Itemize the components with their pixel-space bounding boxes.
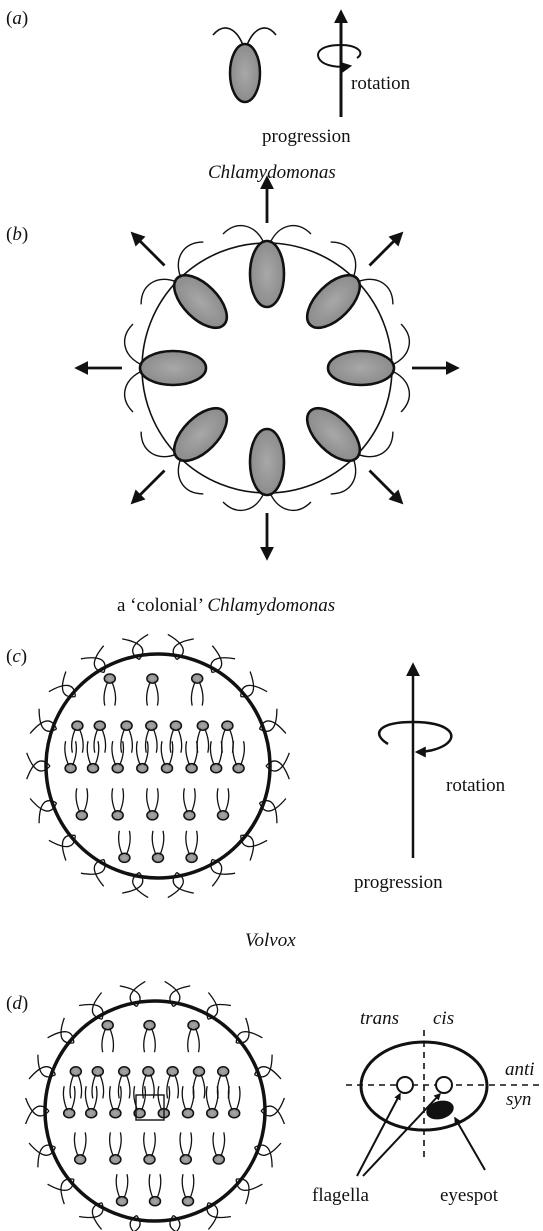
volvox-cell [170,721,182,753]
volvox-cell [217,788,229,820]
flagellum-right [247,28,276,45]
volvox-cell [167,1067,179,1099]
panel-c-caption: Volvox [245,930,296,951]
flagella-pointer-2 [363,1094,440,1176]
flagella-label: flagella [312,1185,370,1206]
panel-b-label: (b) [6,224,28,245]
volvox-cells [27,634,290,897]
volvox-cell [110,1086,122,1118]
volvox-cell [186,831,198,863]
rotation-label-c: rotation [446,775,506,796]
volvox-cell [182,1086,194,1118]
volvox-cell [112,788,124,820]
volvox-cell [102,1021,114,1053]
colony-cells [125,226,410,511]
volvox-cell [217,1067,229,1099]
eyespot-pointer [455,1118,485,1170]
colony-arrows [77,178,457,558]
volvox-cell [104,674,116,706]
volvox-cell [72,721,84,753]
volvox-cell [206,1086,218,1118]
panel-a: (a) rotation progression Chlamydomonas [6,8,411,183]
volvox-cell [152,831,164,863]
volvox-cell [197,721,209,753]
volvox-cell [112,741,124,773]
colony-direction-arrow [133,471,165,503]
volvox-cell [63,1086,75,1118]
panel-c-label: (c) [6,646,27,667]
colony-cell [223,226,311,307]
volvox-cell [222,721,234,753]
colony-direction-arrow [370,471,402,503]
volvox-cell [121,721,133,753]
colony-cell [223,429,311,510]
panel-d: (d) trans cis anti syn flagella eyespot [6,981,541,1231]
panel-d-label: (d) [6,993,28,1014]
volvox-cell [147,674,159,706]
volvox-cells-d [26,981,285,1231]
volvox-cell [110,1132,122,1164]
anti-label: anti [505,1059,535,1080]
syn-label: syn [506,1089,531,1110]
panel-c: (c) rotation progression Volvox [6,634,506,951]
colony-cell [328,324,409,412]
volvox-cell [191,674,203,706]
flagella-pointer-1 [357,1094,400,1176]
volvox-cell [233,741,245,773]
volvox-cell [143,1067,155,1099]
volvox-cell [74,1132,86,1164]
panel-b: (b) a ‘colonial’ Chlamydomonas [6,178,457,616]
volvox-cell [145,721,157,753]
volvox-cell [213,1132,225,1164]
volvox-cell [161,741,173,773]
volvox-cell [186,741,198,773]
panel-a-caption: Chlamydomonas [208,162,336,183]
panel-b-caption: a ‘colonial’ Chlamydomonas [117,595,335,616]
volvox-cell [94,721,106,753]
flagellum-base-left [397,1077,413,1093]
eyespot-label: eyespot [440,1185,499,1206]
volvox-cell [118,1067,130,1099]
volvox-cell [116,1174,128,1206]
volvox-cell [76,788,88,820]
volvox-cell [92,1067,104,1099]
rotation-arrow [318,45,360,67]
rotation-label: rotation [351,73,411,94]
panel-a-label: (a) [6,8,28,29]
volvox-cell [180,1132,192,1164]
volvox-cell [147,788,159,820]
cis-label: cis [433,1008,454,1029]
colony-direction-arrow [370,234,402,266]
volvox-cell [85,1086,97,1118]
trans-label: trans [360,1008,399,1029]
volvox-cell [87,741,99,773]
flagellum-base-right [436,1077,452,1093]
volvox-cell [182,1174,194,1206]
eyespot-shape [424,1098,456,1123]
progression-label-c: progression [354,872,443,893]
volvox-cell [70,1067,82,1099]
flagellum-left [213,28,243,45]
volvox-cell [144,1021,156,1053]
volvox-cell [119,831,131,863]
volvox-cell [144,1132,156,1164]
volvox-cell [193,1067,205,1099]
volvox-cell [65,741,77,773]
volvox-cell [136,741,148,773]
volvox-cell [184,788,196,820]
volvox-cell [210,741,222,773]
colony-direction-arrow [133,234,165,266]
volvox-cell [188,1021,200,1053]
colony-cell [125,324,206,412]
progression-label: progression [262,126,351,147]
volvox-cell [228,1086,240,1118]
volvox-cell [149,1174,161,1206]
chlamydomonas-cell [213,28,276,102]
rotation-arrow-c [379,722,451,752]
